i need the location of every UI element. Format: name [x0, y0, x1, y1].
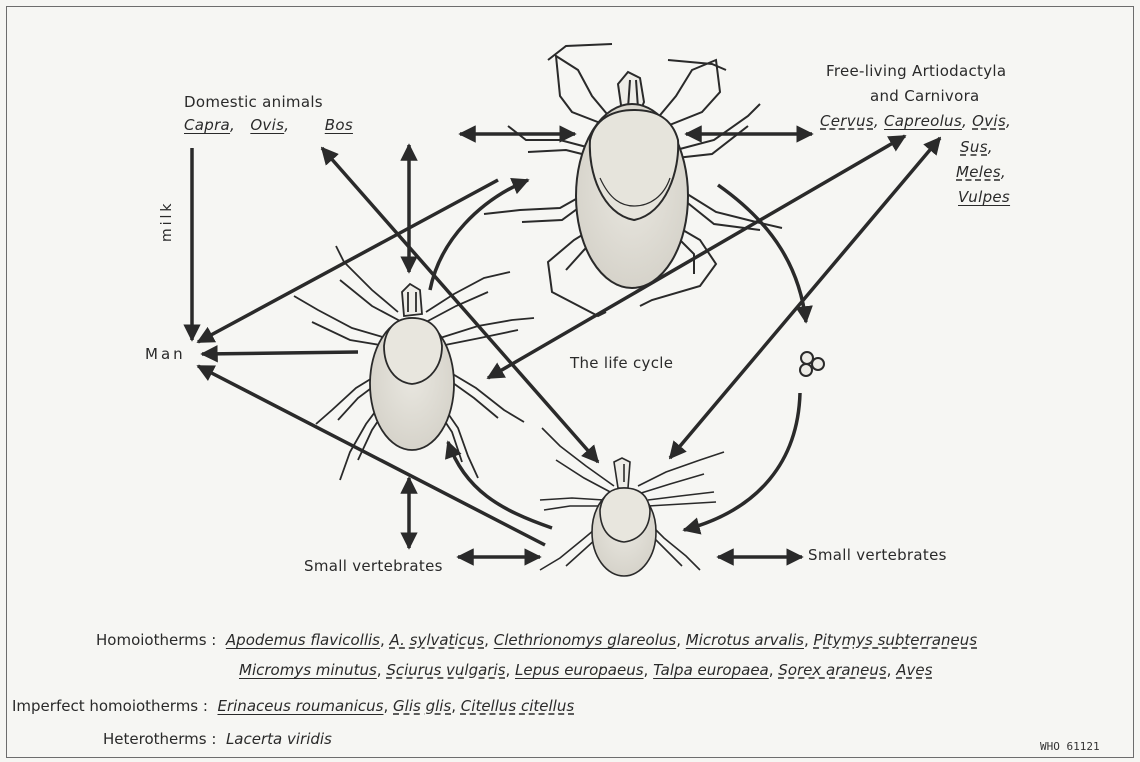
figure-id: WHO 61121	[1040, 740, 1100, 753]
arrow-nymph-wild	[488, 136, 905, 378]
species-talpa-europaea: Talpa europaea	[653, 661, 769, 679]
milk-label: milk	[158, 200, 176, 242]
genus-bos: Bos	[325, 116, 353, 134]
genus-meles: Meles	[956, 163, 1001, 181]
species-citellus-citellus: Citellus citellus	[461, 697, 574, 715]
cycle-nymph-to-adult	[430, 180, 528, 290]
species-a-sylvaticus: A. sylvaticus	[390, 631, 485, 649]
cycle-adult-to-eggs	[718, 185, 806, 322]
arrow-adult-to-man	[198, 180, 498, 342]
homoiotherms-label: Homoiotherms :	[96, 631, 216, 649]
species-lacerta-viridis: Lacerta viridis	[226, 730, 332, 748]
heterotherms-row: Heterotherms : Lacerta viridis	[103, 730, 332, 748]
species-apodemus-flavicollis: Apodemus flavicollis	[226, 631, 380, 649]
wild-title-line1: Free-living Artiodactyla	[826, 62, 1006, 80]
domestic-animals-title: Domestic animals	[184, 93, 323, 111]
genus-capra: Capra	[184, 116, 230, 134]
species-lepus-europaeus: Lepus europaeus	[515, 661, 644, 679]
wild-title-line2: and Carnivora	[870, 87, 980, 105]
small-vertebrates-right-label: Small vertebrates	[808, 546, 947, 564]
eggs-illustration	[800, 352, 824, 376]
species-aves: Aves	[896, 661, 932, 679]
homoiotherms-row-2: Micromys minutus, Sciurus vulgaris, Lepu…	[239, 661, 932, 679]
genus-vulpes-line: Vulpes	[958, 188, 1010, 206]
species-clethrionomys-glareolus: Clethrionomys glareolus	[494, 631, 676, 649]
species-erinaceus-roumanicus: Erinaceus roumanicus	[218, 697, 384, 715]
genus-capreolus: Capreolus	[884, 112, 962, 130]
genus-sus-line: Sus,	[960, 138, 993, 156]
species-microtus-arvalis: Microtus arvalis	[686, 631, 804, 649]
genus-cervus: Cervus	[820, 112, 874, 130]
imperfect-homoiotherms-label: Imperfect homoiotherms :	[12, 697, 208, 715]
domestic-genera: Capra, Ovis, Bos	[184, 116, 353, 134]
man-label: Man	[145, 345, 186, 363]
species-sorex-araneus: Sorex araneus	[778, 661, 886, 679]
imperfect-homoiotherms-row: Imperfect homoiotherms : Erinaceus rouma…	[12, 697, 574, 715]
species-pitymys-subterraneus: Pitymys subterraneus	[814, 631, 978, 649]
heterotherms-label: Heterotherms :	[103, 730, 216, 748]
genus-ovis-wild: Ovis	[972, 112, 1006, 130]
life-cycle-label: The life cycle	[570, 354, 673, 372]
cycle-larva-to-nymph	[448, 442, 552, 528]
genus-sus: Sus	[960, 138, 988, 156]
wild-genera-line1: Cervus, Capreolus, Ovis,	[820, 112, 1011, 130]
homoiotherms-row-1: Homoiotherms : Apodemus flavicollis, A. …	[96, 631, 977, 649]
nymph-tick-illustration	[294, 246, 534, 480]
cycle-eggs-to-larva	[684, 393, 800, 530]
adult-tick-illustration	[484, 44, 782, 316]
species-glis-glis: Glis glis	[393, 697, 451, 715]
larva-tick-illustration	[540, 428, 724, 576]
genus-ovis: Ovis	[250, 116, 284, 134]
host-arrows	[192, 134, 940, 557]
arrow-larva-wild	[670, 138, 940, 458]
arrow-nymph-to-man	[202, 352, 358, 354]
genus-meles-line: Meles,	[956, 163, 1006, 181]
genus-vulpes: Vulpes	[958, 188, 1010, 206]
small-vertebrates-left-label: Small vertebrates	[304, 557, 443, 575]
species-micromys-minutus: Micromys minutus	[239, 661, 377, 679]
species-sciurus-vulgaris: Sciurus vulgaris	[386, 661, 505, 679]
